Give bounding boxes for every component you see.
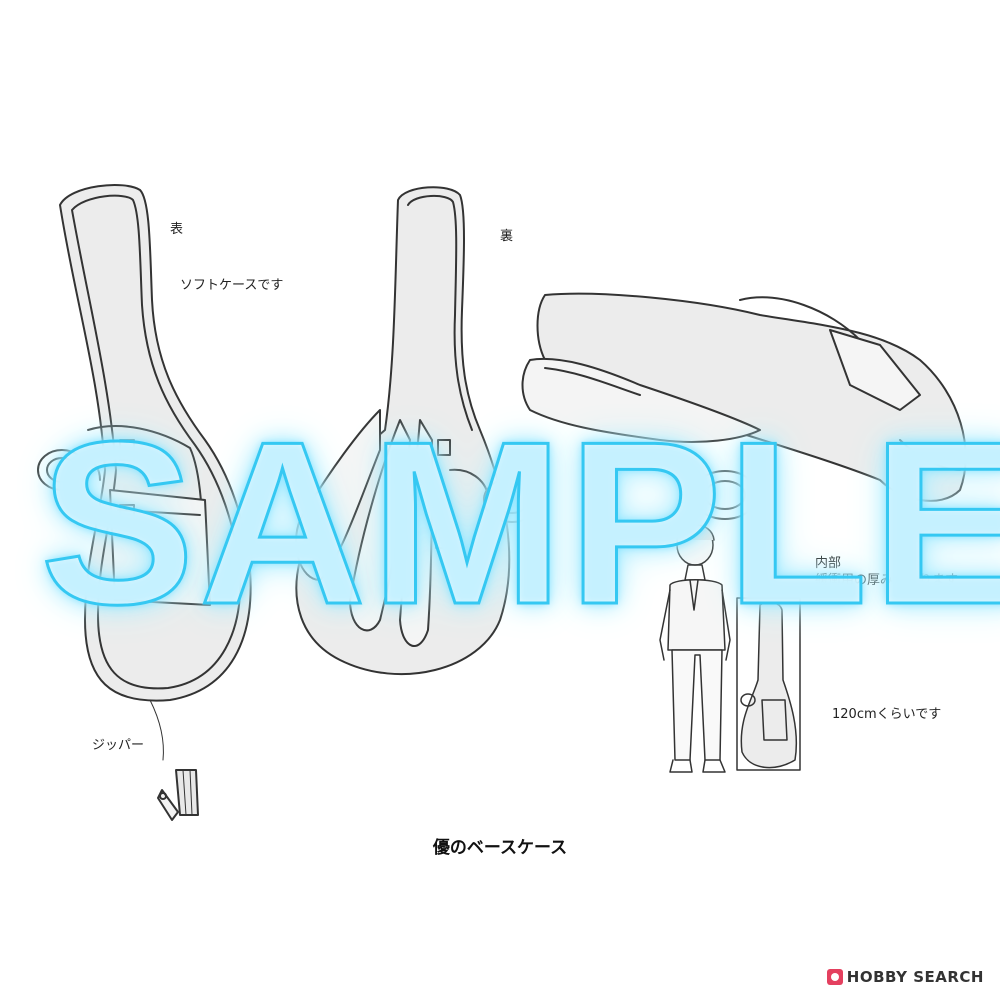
brand-watermark: HOBBY SEARCH bbox=[826, 968, 984, 986]
label-front: 表 bbox=[170, 222, 184, 237]
case-open-view bbox=[521, 292, 967, 520]
brand-name: HOBBY SEARCH bbox=[846, 968, 984, 986]
label-back: 裏 bbox=[500, 229, 514, 244]
label-soft-case: ソフトケースです bbox=[180, 278, 284, 293]
label-size: 120cmくらいです bbox=[832, 707, 942, 722]
scale-figure bbox=[659, 524, 731, 773]
label-interior: 内部 bbox=[815, 556, 842, 571]
case-size-reference bbox=[736, 597, 801, 771]
hobby-search-logo-icon bbox=[826, 969, 843, 985]
sheet-title: 優のベースケース bbox=[432, 838, 568, 858]
label-cushion: 緩衝用の厚みがあります bbox=[815, 573, 959, 588]
zipper-detail bbox=[157, 769, 199, 821]
case-front-view bbox=[37, 184, 252, 761]
label-zipper: ジッパー bbox=[92, 738, 145, 753]
case-back-view bbox=[295, 186, 541, 676]
